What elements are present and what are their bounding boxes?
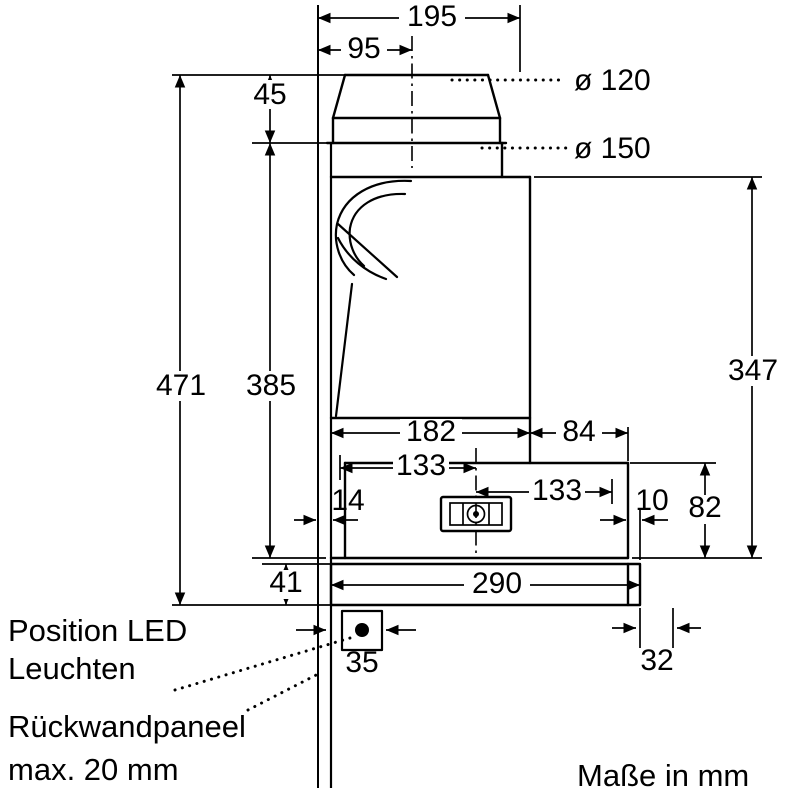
- dim-32-label: 32: [640, 644, 673, 677]
- duct-funnel-outline: [325, 73, 508, 179]
- dimension-lines: [172, 5, 762, 648]
- blower-scroll: [334, 179, 413, 418]
- note-leaders: [173, 636, 352, 712]
- led-dot: [355, 623, 369, 637]
- dim-347-label: 347: [728, 354, 778, 387]
- dim-182-label: 182: [406, 415, 456, 448]
- units-note: Maße in mm: [577, 758, 749, 793]
- led-position-marker: [340, 609, 384, 652]
- dim-95-label: 95: [347, 32, 380, 65]
- dim-195-label: 195: [407, 0, 457, 33]
- wall-line: [317, 5, 333, 788]
- dim-84-label: 84: [562, 415, 595, 448]
- dim-10-label: 10: [635, 484, 668, 517]
- dim-14-label: 14: [331, 484, 364, 517]
- dim-133-left-label: 133: [396, 449, 446, 482]
- dim-dia150-label: ø 150: [574, 132, 651, 165]
- dim-35-label: 35: [345, 646, 378, 679]
- dim-82-label: 82: [688, 491, 721, 524]
- dim-133-right-label: 133: [532, 474, 582, 507]
- note-led-line1: Position LED: [8, 613, 187, 648]
- note-panel-line1: Rückwandpaneel: [8, 709, 246, 744]
- label-backgrounds: [151, 4, 784, 599]
- annotation-notes: Position LED Leuchten Rückwandpaneel max…: [8, 613, 749, 793]
- dim-41-label: 41: [269, 566, 302, 599]
- dimension-labels: 195 95 45 ø 120 ø 150 471 385 347 182 84…: [156, 0, 778, 679]
- dim-dia120-label: ø 120: [574, 64, 651, 97]
- dim-471-label: 471: [156, 369, 206, 402]
- centerlines: [411, 36, 477, 554]
- dim-385-label: 385: [246, 369, 296, 402]
- dim-290-label: 290: [472, 567, 522, 600]
- note-led-line2: Leuchten: [8, 651, 136, 686]
- note-panel-line2: max. 20 mm: [8, 752, 179, 787]
- dim-45-label: 45: [253, 78, 286, 111]
